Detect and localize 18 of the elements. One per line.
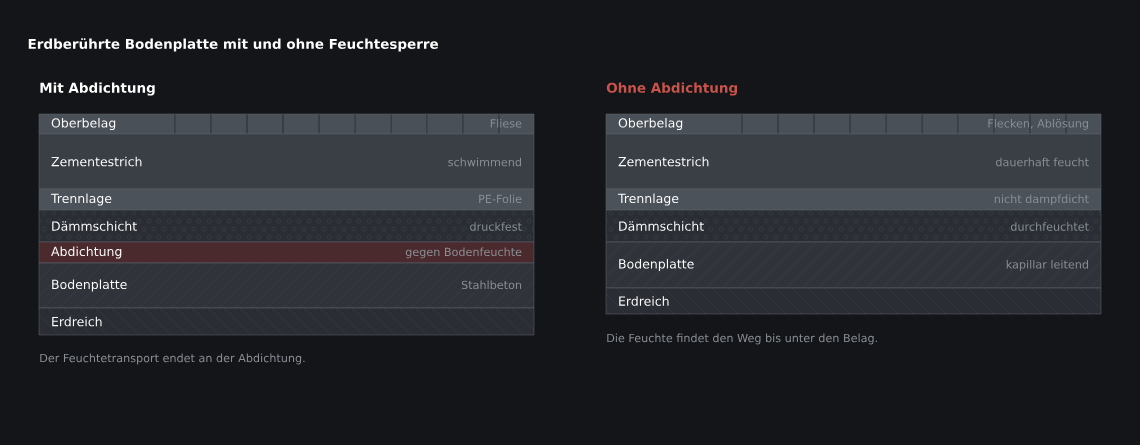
layer-band: Dämmschicht druckfest <box>38 209 535 243</box>
caption: Der Feuchtetransport endet an der Abdichtung. <box>40 353 305 365</box>
layer-band: Oberbelag Flecken, Ablösung <box>605 113 1102 135</box>
panel-heading: Ohne Abdichtung <box>606 82 737 96</box>
layer-band: Zementestrich schwimmend <box>38 133 535 190</box>
layer-band: Bodenplatte Stahlbeton <box>38 262 535 309</box>
title: Erdberührte Bodenplatte mit und ohne Feuchtesperre <box>28 38 439 52</box>
layer-band: Trennlage PE-Folie <box>38 188 535 211</box>
layer-band: Abdichtung gegen Bodenfeuchte <box>38 241 535 264</box>
caption: Die Feuchte findet den Weg bis unter den Belag. <box>607 333 877 345</box>
layer-band: Dämmschicht durchfeuchtet <box>605 209 1102 243</box>
layer-band: Bodenplatte kapillar leitend <box>605 241 1102 289</box>
layer-band: Oberbelag Fliese <box>38 113 535 135</box>
panel-heading: Mit Abdichtung <box>40 82 155 96</box>
layer-band: Erdreich <box>605 287 1102 315</box>
layer-band: Zementestrich dauerhaft feucht <box>605 133 1102 190</box>
layer-band: Erdreich <box>38 307 535 336</box>
layer-band: Trennlage nicht dampfdicht <box>605 188 1102 211</box>
